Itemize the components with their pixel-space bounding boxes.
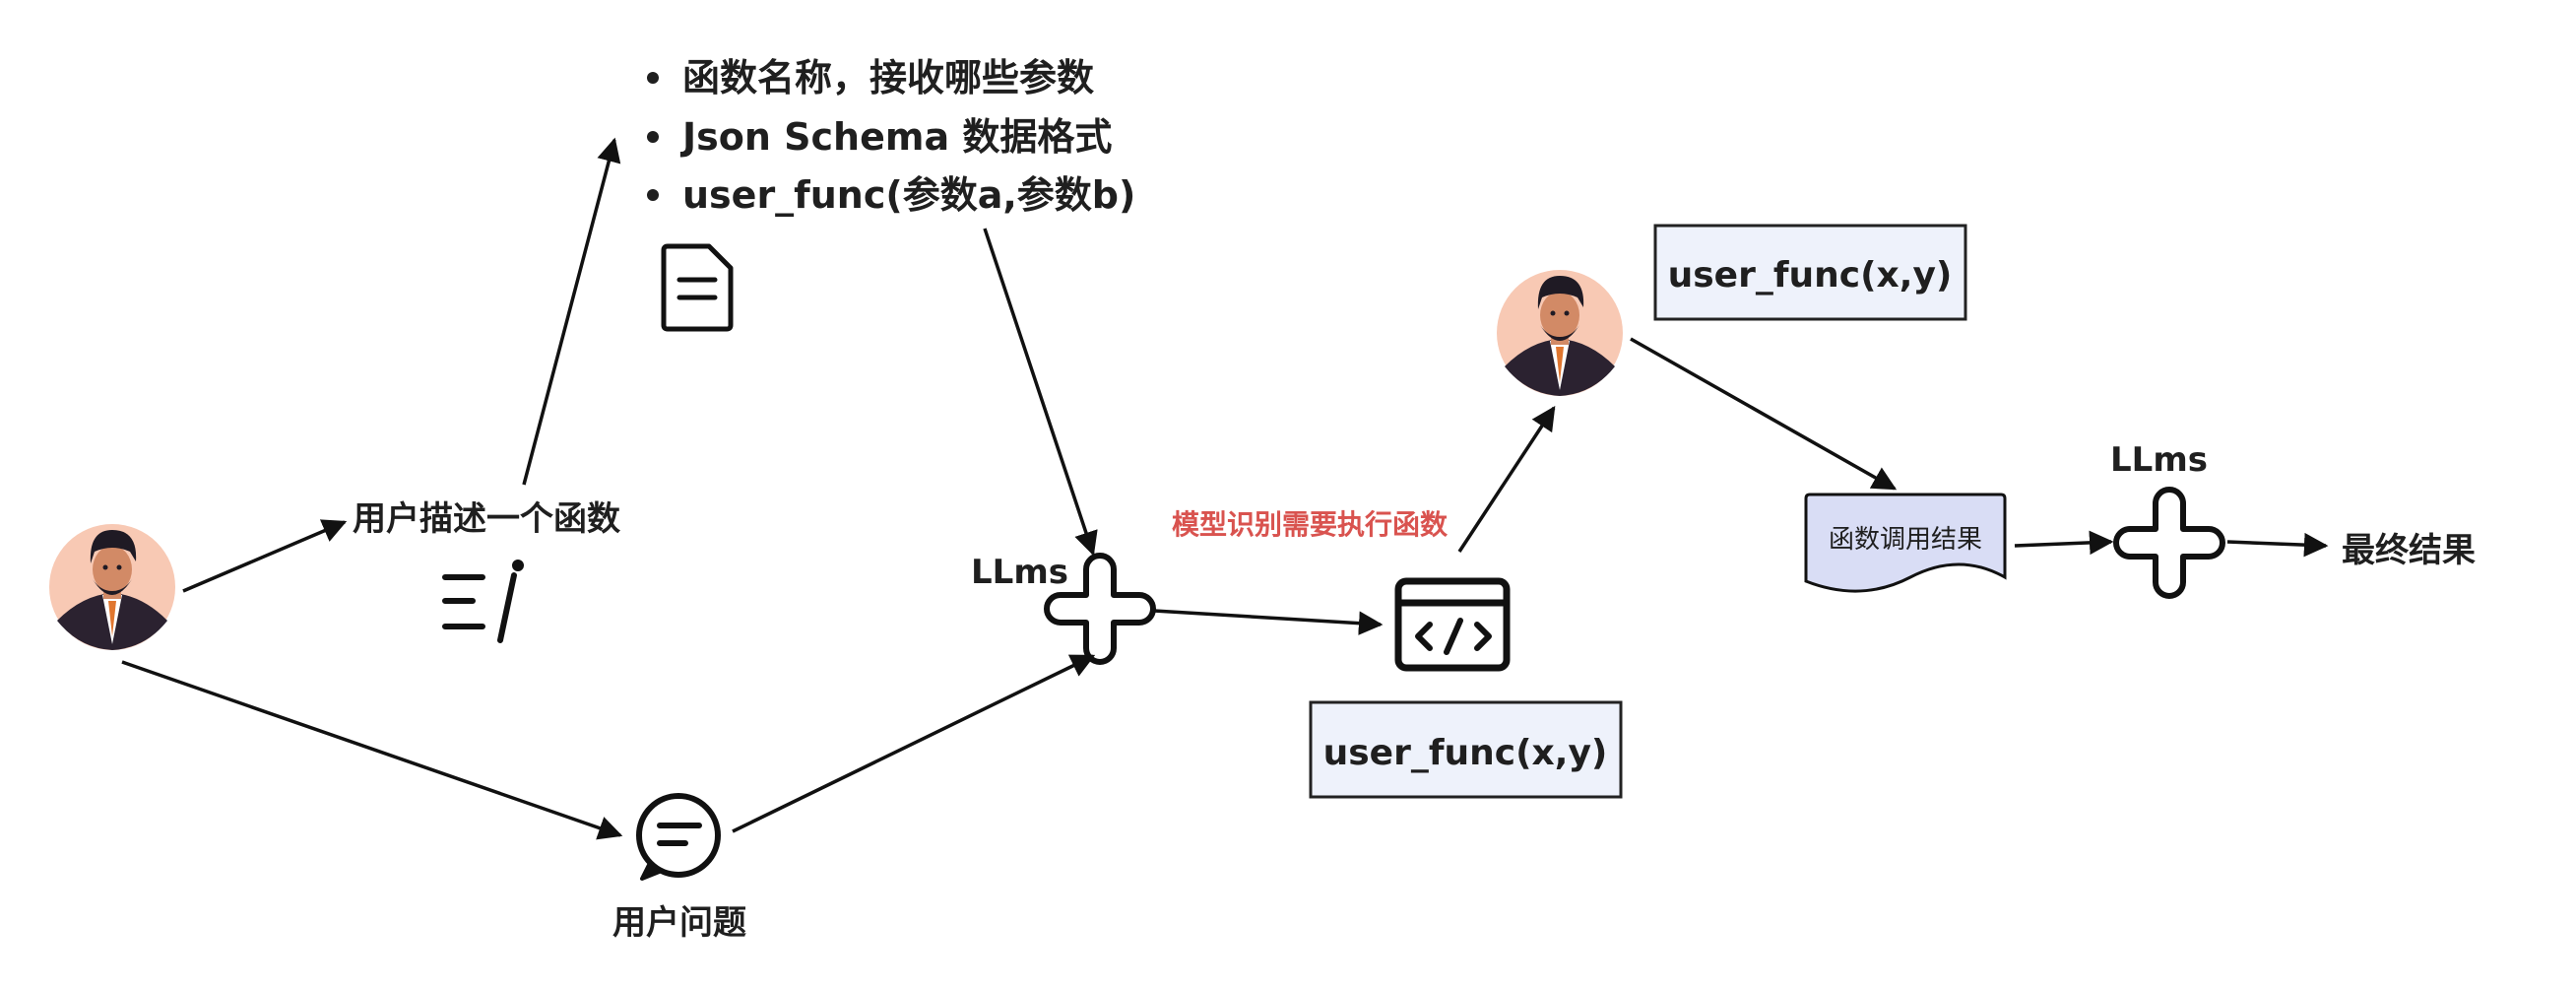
function-call-box-top: user_func(x,y) <box>1653 224 1967 321</box>
bullet-dot <box>647 72 659 84</box>
arrow <box>182 519 348 593</box>
bullet-function-name: 函数名称，接收哪些参数 <box>682 56 1094 99</box>
function-call-box-bottom: user_func(x,y) <box>1309 700 1623 799</box>
user-question-label: 用户问题 <box>612 903 746 943</box>
arrow <box>1457 405 1556 553</box>
arrow <box>983 228 1098 557</box>
model-recognize-label: 模型识别需要执行函数 <box>1172 508 1449 541</box>
final-result-label: 最终结果 <box>2342 531 2476 570</box>
function-result-document: 函数调用结果 <box>1804 493 2007 593</box>
arrow <box>1630 337 1898 491</box>
arrow <box>121 660 623 840</box>
bullet-dot <box>647 131 659 143</box>
document-icon <box>661 243 734 332</box>
arrow <box>522 137 621 486</box>
connector-arrows <box>121 137 2329 840</box>
function-call-text: user_func(x,y) <box>1323 733 1608 773</box>
bullet-json-schema: Json Schema 数据格式 <box>679 115 1112 159</box>
describe-function-label: 用户描述一个函数 <box>353 499 620 539</box>
arrow <box>1153 609 1384 635</box>
arrow <box>2226 532 2329 558</box>
function-result-label: 函数调用结果 <box>1829 525 1982 555</box>
user-avatar-left <box>49 524 175 650</box>
arrow <box>2014 530 2114 556</box>
bullet-dot <box>647 189 659 201</box>
edit-text-icon <box>442 560 524 643</box>
user-avatar-right <box>1497 270 1623 396</box>
llms-icon <box>2116 490 2222 596</box>
function-call-text: user_func(x,y) <box>1668 255 1953 296</box>
bullet-user-func: user_func(参数a,参数b) <box>682 173 1135 217</box>
chat-bubble-icon <box>636 793 721 881</box>
code-window-icon <box>1394 577 1511 672</box>
arrow <box>732 654 1096 833</box>
llms-label: LLms <box>971 553 1068 592</box>
bullet-list: 函数名称，接收哪些参数 Json Schema 数据格式 user_func(参… <box>647 56 1135 217</box>
llms-label: LLms <box>2110 440 2208 480</box>
